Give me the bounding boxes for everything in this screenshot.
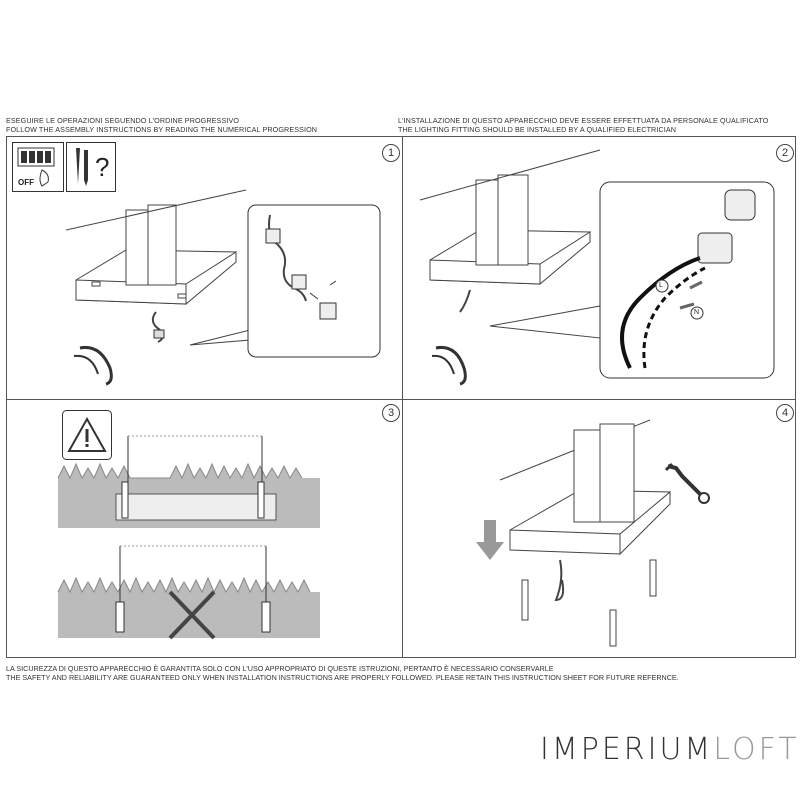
- wiring-detail-drawing: [489, 181, 775, 379]
- instruction-grid: [6, 136, 796, 658]
- brand-logo: IMPERIUMLOFT: [540, 732, 800, 767]
- brand-logo-part1: IMPERIUM: [540, 732, 714, 767]
- correct-installation-drawing: [57, 435, 320, 528]
- header-right-line1: L'INSTALLAZIONE DI QUESTO APPARECCHIO DE…: [398, 116, 769, 125]
- base-mounting-drawing: [476, 419, 672, 647]
- step-4-number: 4: [776, 404, 794, 422]
- svg-text:?: ?: [95, 152, 109, 182]
- step-1-number: 1: [382, 144, 400, 162]
- cable-coil-drawing-2: [431, 345, 467, 386]
- cable-coil-drawing: [73, 345, 113, 386]
- header-left: ESEGUIRE LE OPERAZIONI SEGUENDO L'ORDINE…: [6, 116, 317, 134]
- wire-label-neutral: N: [694, 309, 700, 316]
- header-left-line1: ESEGUIRE LE OPERAZIONI SEGUENDO L'ORDINE…: [6, 116, 240, 125]
- footer: LA SICUREZZA DI QUESTO APPARECCHIO È GAR…: [6, 664, 679, 682]
- tools-question-icon: ?: [66, 142, 116, 192]
- footer-line2: THE SAFETY AND RELIABILITY ARE GUARANTEE…: [6, 673, 679, 682]
- grid-divider-horizontal: [6, 399, 796, 400]
- footer-line1: LA SICUREZZA DI QUESTO APPARECCHIO È GAR…: [6, 664, 554, 673]
- post-base-drawing: [65, 189, 247, 343]
- wrong-installation-drawing: [57, 545, 320, 640]
- power-off-icon: [12, 142, 64, 192]
- step-2-number: 2: [776, 144, 794, 162]
- warning-icon: [62, 410, 112, 460]
- connector-detail-drawing: [189, 204, 381, 358]
- post-base-drawing-2: [419, 149, 601, 313]
- brand-logo-part2: LOFT: [713, 732, 800, 767]
- step-3-number: 3: [382, 404, 400, 422]
- header-left-line2: FOLLOW THE ASSEMBLY INSTRUCTIONS BY READ…: [6, 125, 318, 134]
- header-right-line2: THE LIGHTING FITTING SHOULD BE INSTALLED…: [398, 125, 677, 134]
- wrench-icon: [664, 462, 710, 504]
- grid-divider-vertical: [402, 136, 403, 658]
- wire-label-live: L: [659, 282, 663, 289]
- switch-off-label: OFF: [18, 178, 34, 187]
- header-right: L'INSTALLAZIONE DI QUESTO APPARECCHIO DE…: [398, 116, 768, 134]
